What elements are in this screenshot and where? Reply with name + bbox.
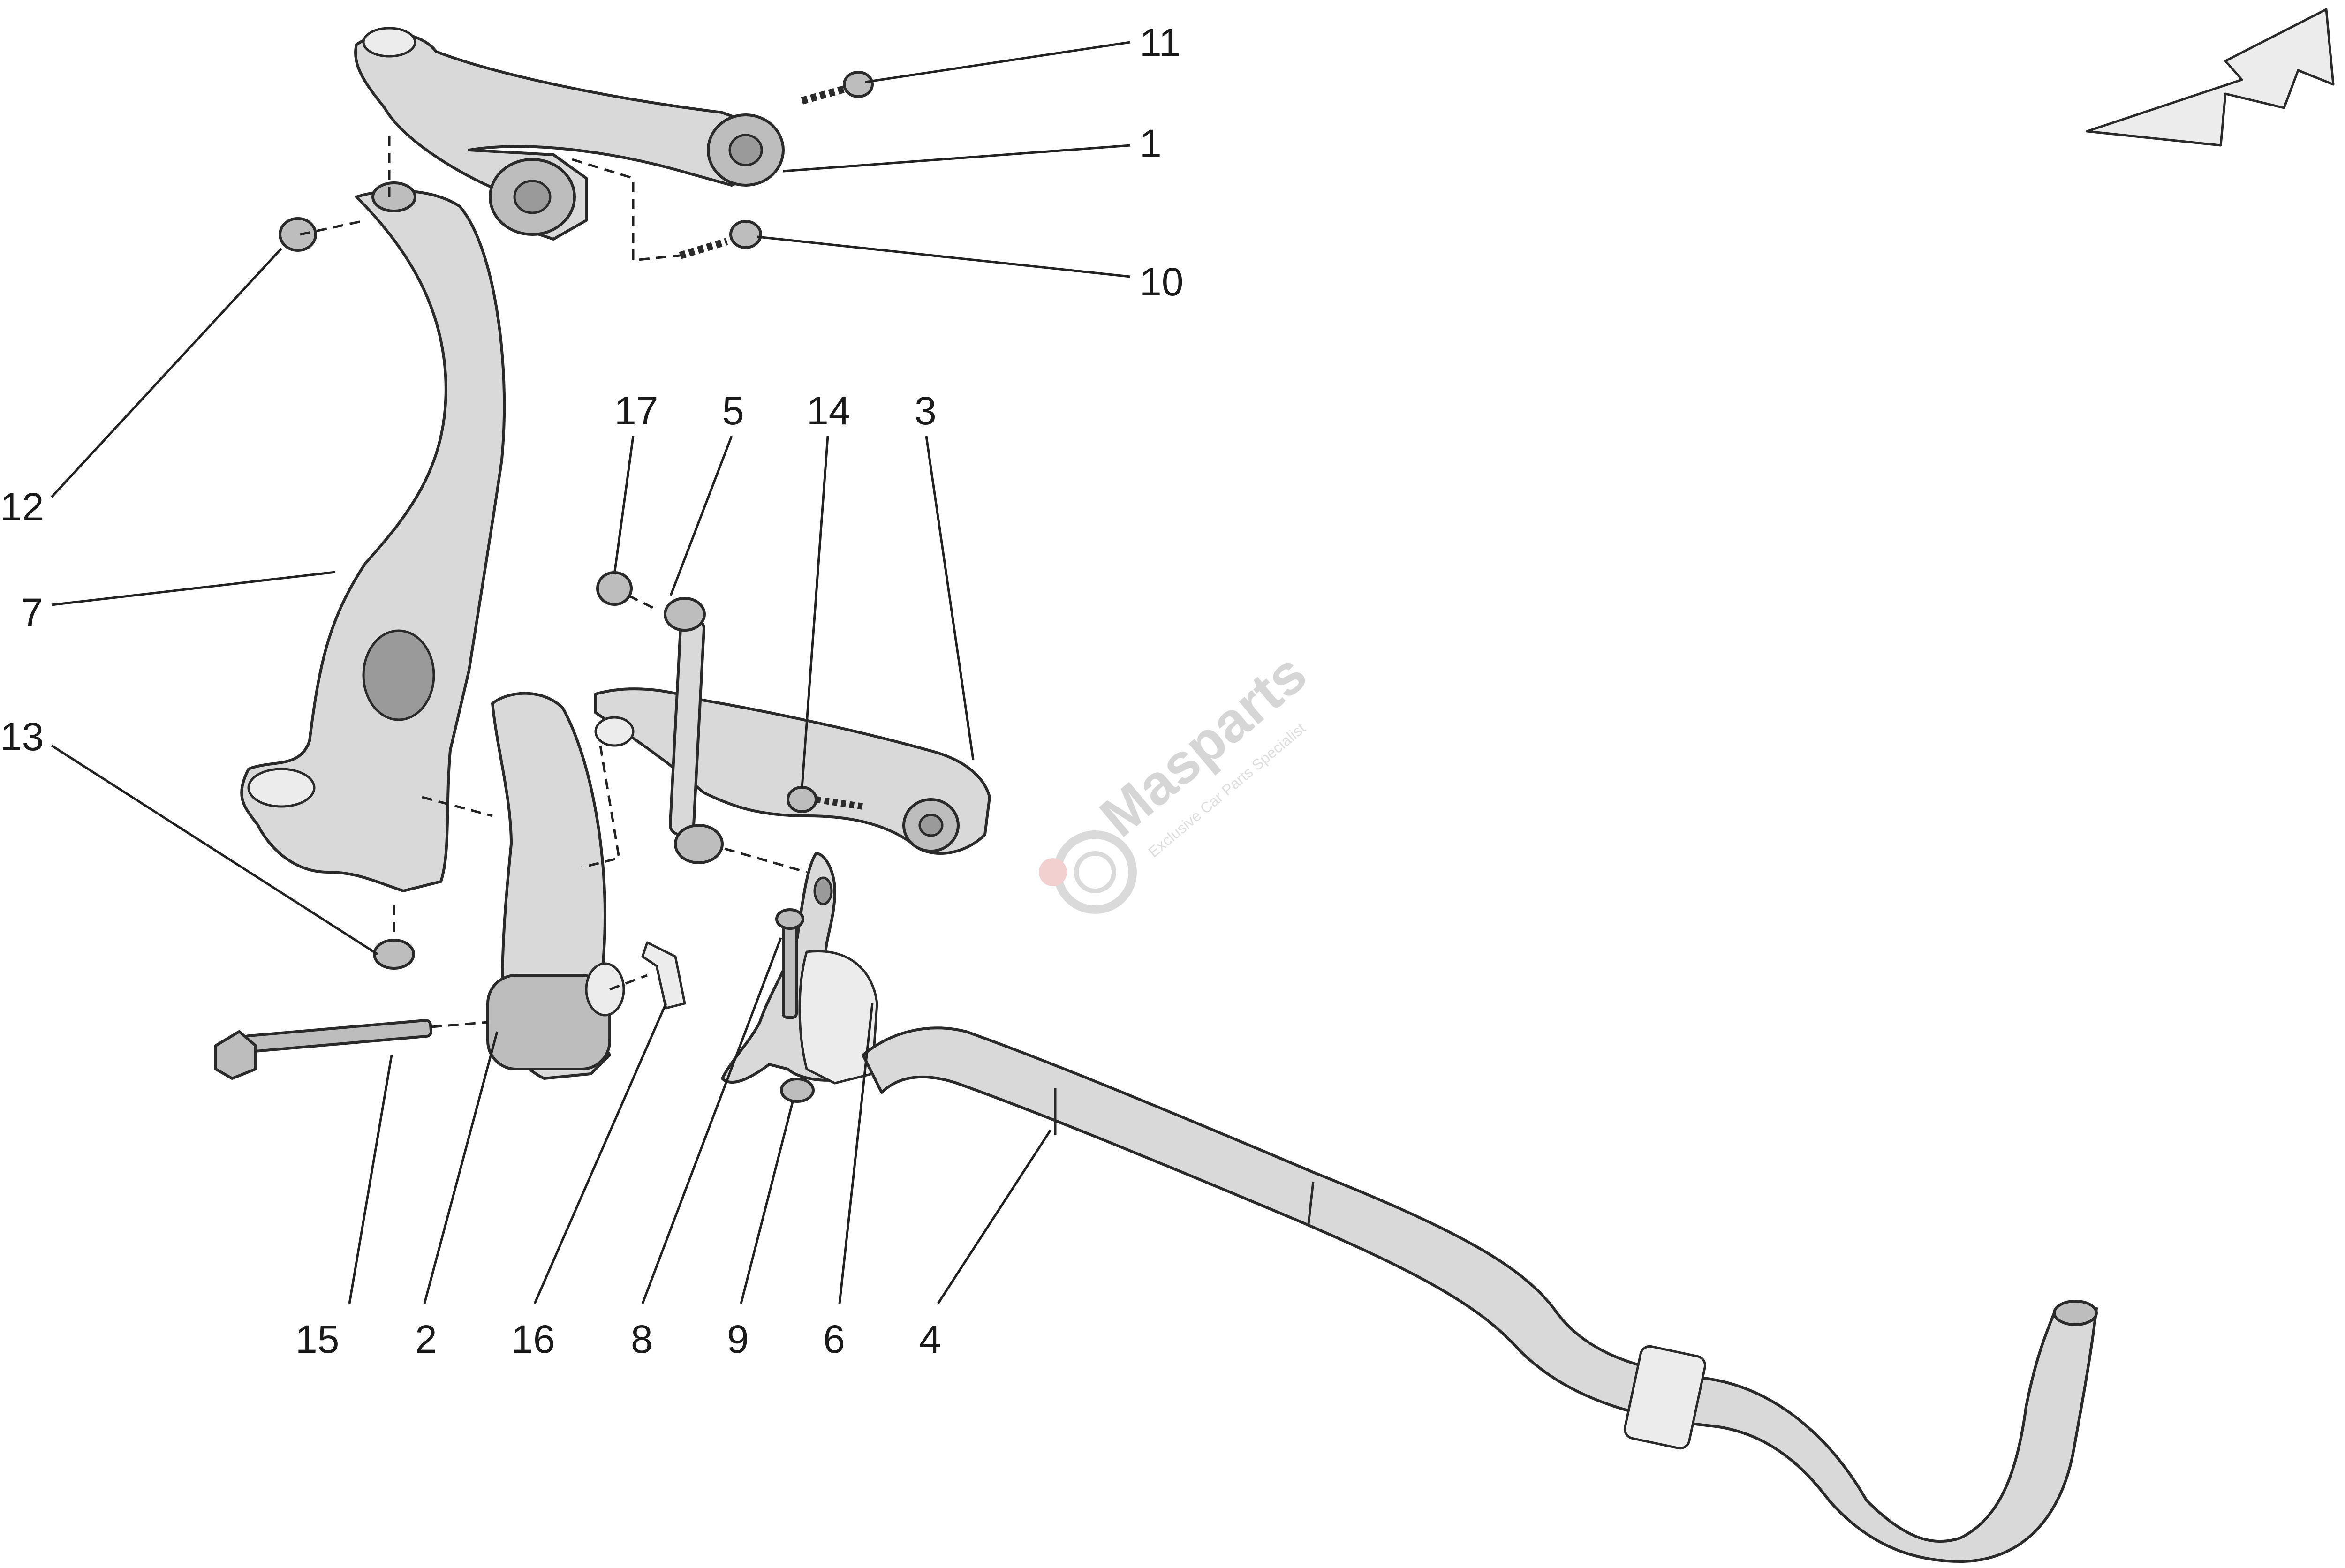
nut-12: [279, 217, 317, 252]
bolt-8: [775, 908, 804, 1019]
upper-control-arm: [354, 27, 785, 241]
front-direction-arrow-icon: [2086, 8, 2335, 147]
stabilizer-link: [664, 597, 724, 864]
callout-15: 15: [295, 1317, 339, 1361]
bolt-10: [679, 220, 762, 259]
callout-9: 9: [727, 1317, 749, 1361]
watermark: Masparts Exclusive Car Parts Specialist: [1039, 642, 1318, 914]
callout-12: 12: [0, 485, 44, 529]
leader-lines: [51, 41, 1131, 1304]
callout-13: 13: [0, 715, 44, 759]
lower-control-arm-rear: [594, 687, 991, 855]
callout-10: 10: [1140, 260, 1183, 304]
callout-17: 17: [614, 389, 658, 433]
callout-14: 14: [807, 389, 850, 433]
callout-2: 2: [415, 1317, 437, 1361]
gear-logo-icon: [1039, 830, 1137, 914]
nut-9: [780, 1078, 815, 1103]
stabilizer-bushing: [798, 950, 878, 1085]
callout-7: 7: [21, 590, 43, 634]
callout-4: 4: [919, 1317, 941, 1361]
clip-16: [641, 941, 686, 1010]
stabilizer-bar: [862, 1026, 2098, 1563]
bolt-15: [214, 1019, 433, 1080]
nut-17: [596, 571, 633, 606]
callout-16: 16: [511, 1317, 555, 1361]
callout-3: 3: [915, 389, 937, 433]
bolt-11: [801, 71, 874, 105]
callout-11: 11: [1140, 21, 1180, 65]
nut-13: [373, 939, 415, 970]
callout-labels: 11 1 10 12 7 13 17 5 14 3 15 2 16 8 9 6 …: [0, 21, 1183, 1361]
callout-6: 6: [823, 1317, 845, 1361]
lower-control-arm-front: [486, 692, 625, 1080]
callout-8: 8: [631, 1317, 653, 1361]
callout-1: 1: [1140, 121, 1162, 166]
callout-5: 5: [722, 389, 744, 433]
steering-knuckle: [240, 181, 506, 892]
